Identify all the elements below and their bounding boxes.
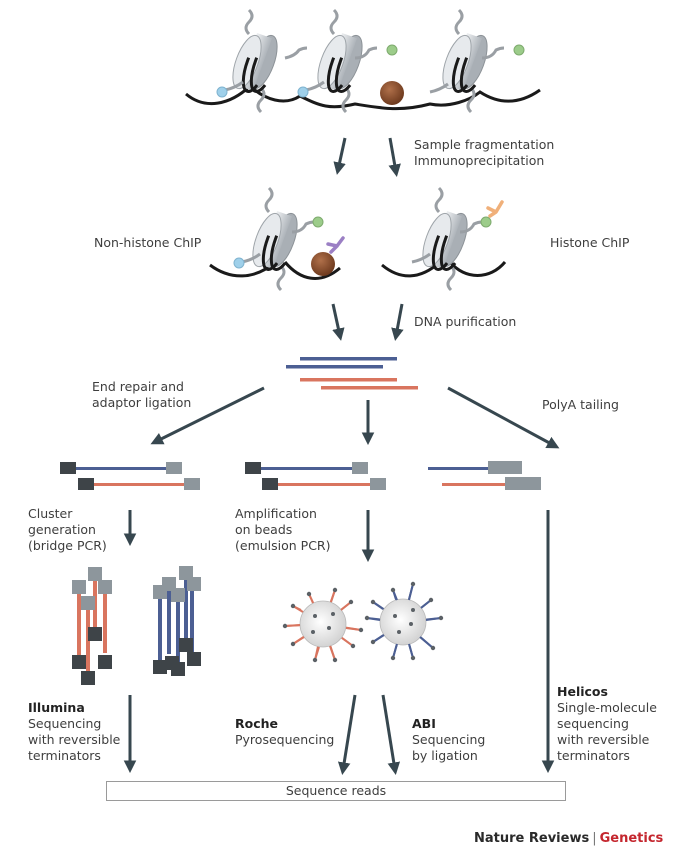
antibody-orange <box>486 200 504 218</box>
adaptor-ligated-fragments-roche-abi <box>245 462 386 490</box>
arrow-roche <box>337 694 357 775</box>
platform-name: ABI <box>412 716 436 731</box>
dna-purification-label: DNA purification <box>414 314 517 329</box>
platform-desc-line: by ligation <box>412 748 478 763</box>
amplification-line-2: on beads <box>235 522 293 537</box>
arrow-fragmentation-left <box>333 137 347 175</box>
platform-name: Illumina <box>28 700 85 715</box>
arrow-purification-left <box>331 303 345 341</box>
journal-credit: Nature Reviews|Genetics <box>474 831 663 846</box>
platform-name: Helicos <box>557 684 608 699</box>
non-histone-chip-fragment <box>209 186 345 292</box>
fragmentation-line-1: Sample fragmentation <box>414 137 555 152</box>
cluster-blue <box>153 566 201 676</box>
cluster-red <box>72 567 112 685</box>
arrow-abi <box>381 694 401 775</box>
platform-desc-line: Single-molecule <box>557 700 657 715</box>
polya-label: PolyA tailing <box>542 397 619 412</box>
platform-illumina: Illumina Sequencing with reversible term… <box>28 700 120 764</box>
platform-desc-line: sequencing <box>557 716 629 731</box>
fragmentation-label: Sample fragmentation Immunoprecipitation <box>414 137 554 169</box>
platform-desc-line: with reversible <box>557 732 650 747</box>
bead-blue <box>364 581 444 661</box>
end-repair-label: End repair and adaptor ligation <box>92 379 191 411</box>
cluster-line-2: generation <box>28 522 96 537</box>
arrow-end-repair <box>150 386 265 445</box>
dna-binding-protein <box>311 252 335 276</box>
adaptor-ligated-fragments-illumina <box>60 462 200 490</box>
platform-name: Roche <box>235 716 278 731</box>
platform-desc-line: Sequencing <box>28 716 102 731</box>
separator: | <box>592 831 597 846</box>
platform-desc-line: with reversible <box>28 732 121 747</box>
histone-mark-blue <box>233 257 245 269</box>
cluster-line-3: (bridge PCR) <box>28 538 107 553</box>
purified-dna-fragments <box>286 357 418 390</box>
platform-desc-line: Pyrosequencing <box>235 732 335 747</box>
platform-desc-line: terminators <box>557 748 630 763</box>
amplification-line-3: (emulsion PCR) <box>235 538 331 553</box>
cluster-generation-label: Cluster generation (bridge PCR) <box>28 506 107 554</box>
histone-mark-green <box>480 216 492 228</box>
histone-mark-blue <box>216 86 228 98</box>
platform-desc-line: terminators <box>28 748 101 763</box>
journal-name: Nature Reviews <box>474 831 590 846</box>
fragmentation-line-2: Immunoprecipitation <box>414 153 545 168</box>
chromatin-top <box>185 8 541 114</box>
sequence-reads-box: Sequence reads <box>106 781 566 801</box>
platform-roche: Roche Pyrosequencing <box>235 716 334 748</box>
histone-mark-green <box>513 44 525 56</box>
journal-section: Genetics <box>599 831 664 846</box>
platform-abi: ABI Sequencing by ligation <box>412 716 485 764</box>
histone-mark-green <box>312 216 324 228</box>
histone-chip-label: Histone ChIP <box>550 235 630 250</box>
arrow-polya <box>447 386 560 449</box>
end-repair-line-1: End repair and <box>92 379 184 394</box>
histone-chip-fragment <box>381 186 507 292</box>
arrow-fragmentation-right <box>388 137 401 177</box>
polya-tailed-fragments <box>428 461 541 490</box>
platform-helicos: Helicos Single-molecule sequencing with … <box>557 684 657 764</box>
dna-binding-protein <box>380 81 404 105</box>
nucleosome-2 <box>310 8 371 114</box>
platform-desc-line: Sequencing <box>412 732 486 747</box>
cluster-line-1: Cluster <box>28 506 73 521</box>
histone-mark-blue <box>297 86 309 98</box>
dna-strand <box>185 83 541 111</box>
bead-red <box>282 587 364 663</box>
amplification-line-1: Amplification <box>235 506 317 521</box>
non-histone-chip-label: Non-histone ChIP <box>94 235 202 250</box>
end-repair-line-2: adaptor ligation <box>92 395 192 410</box>
antibody-purple <box>326 236 345 254</box>
histone-mark-green <box>386 44 398 56</box>
arrow-purification-right <box>391 303 404 341</box>
amplification-label: Amplification on beads (emulsion PCR) <box>235 506 331 554</box>
